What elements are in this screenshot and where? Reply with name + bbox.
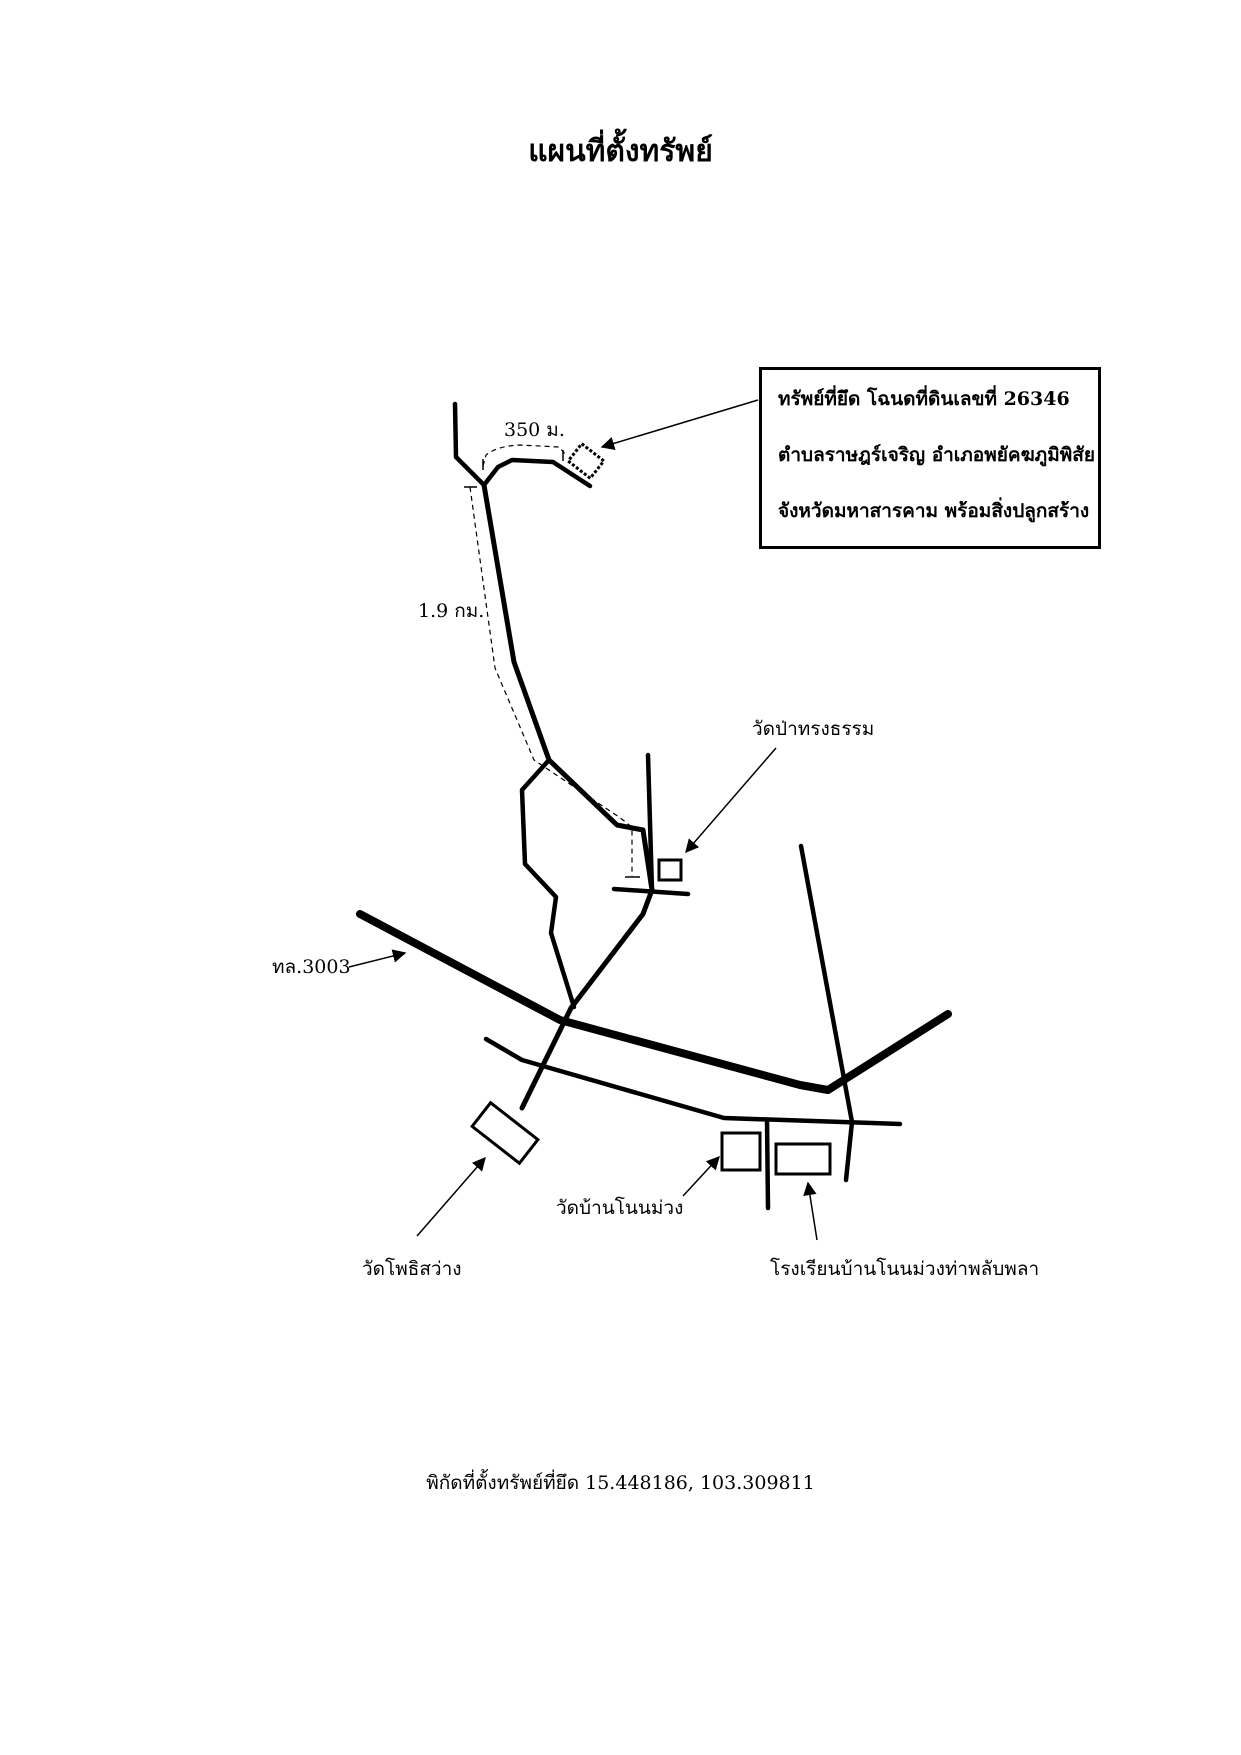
- wat-pa-songtham-pointer-arrow: [685, 747, 777, 854]
- property-deed-line: ทรัพย์ที่ยึด โฉนดที่ดินเลขที่ 26346: [778, 388, 1070, 410]
- property-province-line: จังหวัดมหาสารคาม พร้อมสิ่งปลูกสร้าง: [778, 500, 1090, 522]
- highway-pointer-arrow: [348, 949, 407, 968]
- temple-cross-road: [611, 886, 691, 897]
- wat-pho-sawang-building: [470, 1100, 540, 1166]
- lower-village-road: [483, 1036, 903, 1127]
- distance-label-1-9km: 1.9 กม.: [418, 600, 485, 622]
- school-pointer-arrow: [803, 1181, 818, 1241]
- highway-3003-label: ทล.3003: [272, 956, 351, 978]
- property-info-box: ทรัพย์ที่ยึด โฉนดที่ดินเลขที่ 26346 ตำบล…: [759, 367, 1101, 549]
- distance-guide-350m: [482, 444, 568, 467]
- northwest-spur-road: [452, 401, 487, 488]
- property-pointer-arrow: [600, 399, 759, 450]
- western-loop-road: [519, 757, 577, 1010]
- temple-north-road: [645, 752, 655, 893]
- distance-guide-1-9km: [469, 486, 633, 876]
- wat-pho-sawang-pointer-arrow: [416, 1156, 486, 1237]
- east-road: [798, 843, 855, 1183]
- property-location-line: ตำบลราษฎร์เจริญ อำเภอพยัคฆภูมิพิสัย: [778, 444, 1095, 466]
- access-road-to-property: [481, 457, 593, 489]
- wat-ban-non-muang-pointer-arrow: [682, 1156, 720, 1197]
- distance-label-350m: 350 ม.: [504, 419, 565, 441]
- school-label: โรงเรียนบ้านโนนม่วงท่าพลับพลา: [770, 1258, 1040, 1280]
- wat-pho-sawang-label: วัดโพธิสว่าง: [362, 1258, 462, 1280]
- school-side-road: [764, 1117, 771, 1211]
- wat-ban-non-muang-building: [720, 1131, 762, 1172]
- main-north-road: [481, 482, 655, 1111]
- highway-3003-road: [356, 910, 952, 1094]
- coordinates-footer: พิกัดที่ตั้งทรัพย์ที่ยึด 15.448186, 103.…: [426, 1472, 815, 1494]
- wat-pa-songtham-label: วัดป่าทรงธรรม: [752, 718, 875, 740]
- school-building: [774, 1142, 832, 1176]
- page-title: แผนที่ตั้งทรัพย์: [528, 134, 713, 169]
- wat-ban-non-muang-label: วัดบ้านโนนม่วง: [556, 1197, 684, 1219]
- seized-property-marker: [566, 441, 606, 481]
- wat-pa-songtham-building: [657, 858, 683, 882]
